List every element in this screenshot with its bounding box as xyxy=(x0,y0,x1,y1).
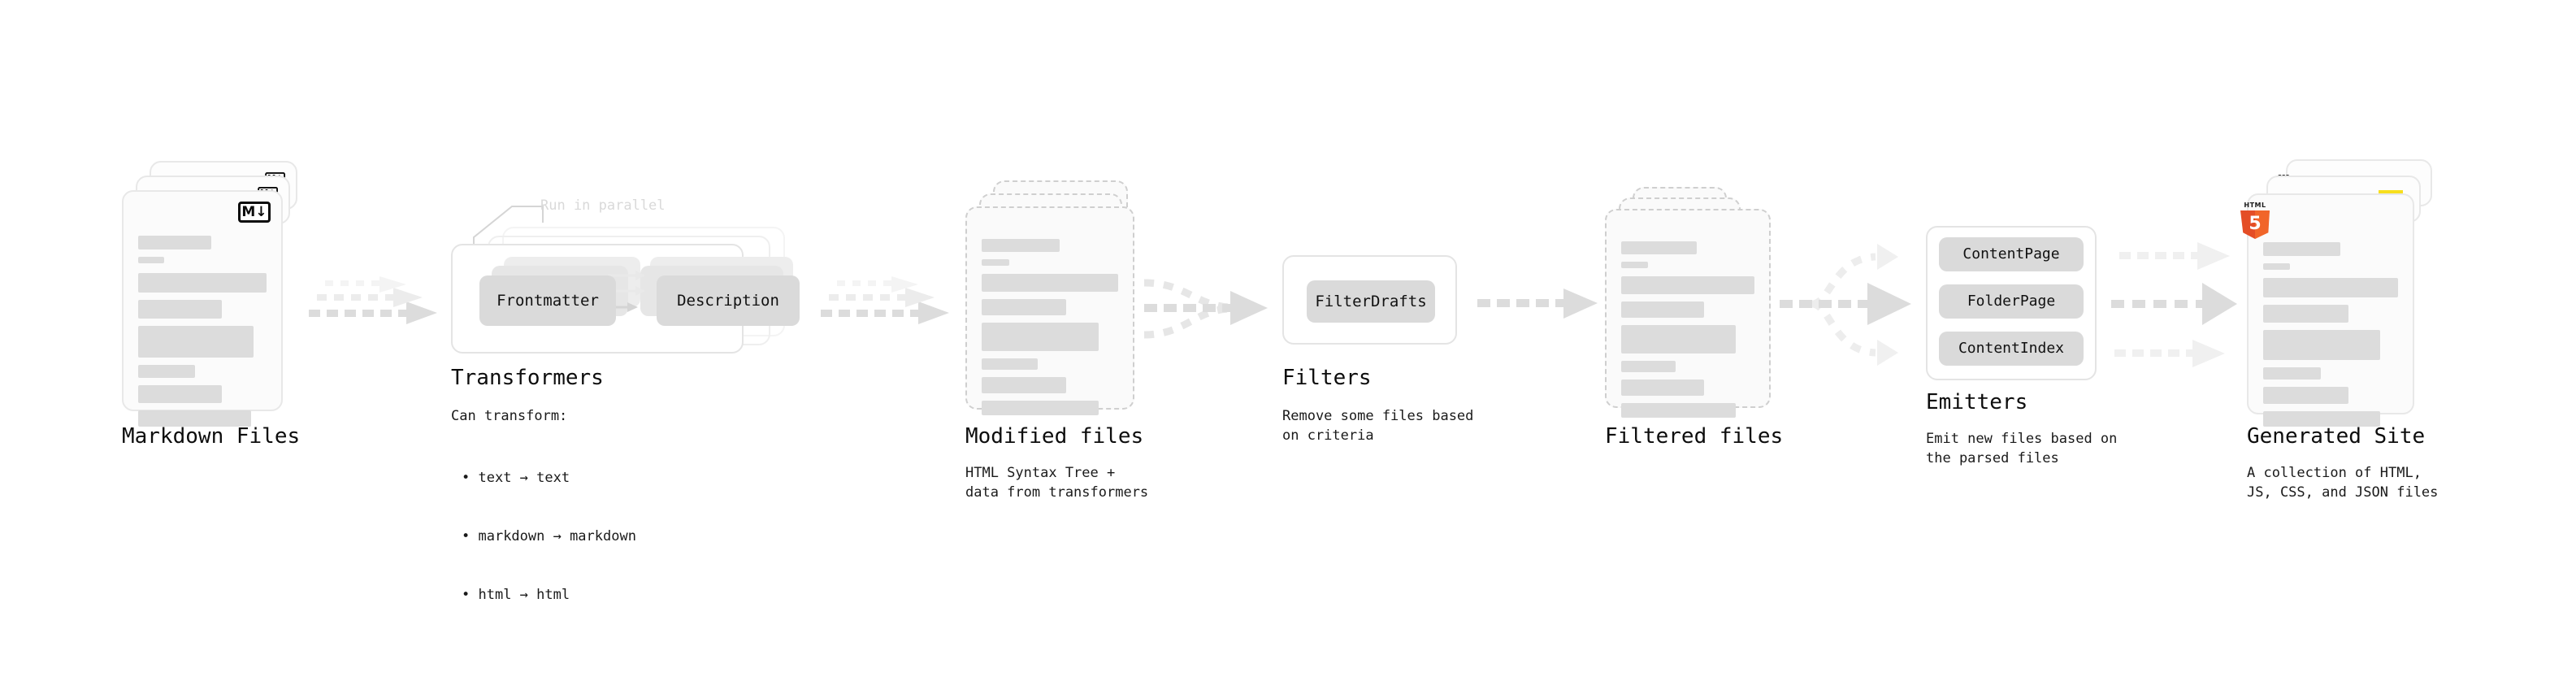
content-bar xyxy=(1621,241,1698,254)
transformers-bullet-item: html → html xyxy=(462,585,636,605)
transformers-bullet-list: text → text markdown → markdown html → h… xyxy=(462,429,636,644)
modified-file-stack xyxy=(965,180,1152,416)
content-bar xyxy=(982,299,1067,315)
content-bar xyxy=(982,239,1060,252)
card-content-lines xyxy=(1621,241,1754,418)
html5-badge-number: 5 xyxy=(2249,214,2262,234)
content-bar xyxy=(1621,361,1676,372)
transformer-chip-frontmatter[interactable]: Frontmatter xyxy=(479,275,616,326)
emitters-subtitle: Emit new files based on the parsed files xyxy=(1926,431,2118,466)
modified-card-front xyxy=(965,206,1134,415)
content-bar xyxy=(138,385,222,403)
content-bar xyxy=(138,410,252,427)
stage-title-filtered-files: Filtered files xyxy=(1605,424,1784,449)
modified-files-subtitle: HTML Syntax Tree + data from transformer… xyxy=(965,465,1149,501)
transformer-chip-description[interactable]: Description xyxy=(657,275,800,326)
html5-shield-highlight xyxy=(2255,210,2270,239)
stage-title-filters: Filters xyxy=(1282,366,1372,390)
content-bar xyxy=(2263,305,2348,323)
content-bar xyxy=(138,257,164,263)
card-content-lines xyxy=(982,239,1118,415)
content-bar xyxy=(1621,262,1648,268)
transformers-subtitle: Can transform: xyxy=(451,408,568,424)
emitter-chip-contentpage[interactable]: ContentPage xyxy=(1939,237,2084,271)
content-bar xyxy=(982,259,1009,266)
site-card-front-html: HTML 5 xyxy=(2240,193,2414,427)
content-bar xyxy=(982,401,1099,415)
content-bar xyxy=(2263,387,2348,404)
transformers-bullet-item: markdown → markdown xyxy=(462,527,635,546)
card-content-lines xyxy=(2263,242,2398,427)
markdown-card-front: M↓ xyxy=(122,190,283,427)
content-bar xyxy=(2263,242,2340,256)
arrow-filtered-to-emitters xyxy=(1780,244,1911,366)
run-in-parallel-bracket xyxy=(473,206,544,250)
filter-chip-filterdrafts[interactable]: FilterDrafts xyxy=(1307,280,1435,323)
generated-site-subtitle: A collection of HTML, JS, CSS, and JSON … xyxy=(2247,465,2439,501)
content-bar xyxy=(138,365,195,378)
content-bar xyxy=(2263,411,2381,427)
content-bar xyxy=(138,236,212,249)
content-bar xyxy=(1621,403,1737,418)
arrow-markdown-to-transformers xyxy=(309,276,437,324)
filters-subtitle: Remove some files based on criteria xyxy=(1282,408,1474,444)
content-bar xyxy=(2263,263,2291,270)
content-bar xyxy=(2263,278,2398,297)
run-in-parallel-label: Run in parallel xyxy=(540,197,666,214)
arrow-emitters-to-site xyxy=(2111,242,2237,367)
transformers-bullet-item: text → text xyxy=(462,468,636,488)
html5-badge-label: HTML xyxy=(2244,202,2266,209)
content-bar xyxy=(138,300,222,319)
content-bar xyxy=(2263,367,2322,380)
content-bar xyxy=(2263,330,2381,360)
html5-badge-icon: HTML 5 xyxy=(2239,202,2271,239)
filtered-file-stack xyxy=(1605,187,1792,423)
content-bar xyxy=(982,358,1038,370)
stage-title-generated-site: Generated Site xyxy=(2247,424,2426,449)
content-bar xyxy=(138,273,267,293)
content-bar xyxy=(982,274,1118,292)
markdown-file-stack: M↓ M↓ M↓ xyxy=(122,161,309,427)
markdown-badge-icon: M↓ xyxy=(238,202,271,223)
content-bar xyxy=(138,326,254,358)
arrow-filters-to-filtered xyxy=(1477,288,1598,319)
content-bar xyxy=(1621,276,1754,294)
content-bar xyxy=(1621,325,1737,354)
arrow-modified-to-filters xyxy=(1143,279,1268,339)
emitter-chip-folderpage[interactable]: FolderPage xyxy=(1939,284,2084,319)
generated-site-file-stack: CSS HTML 5 xyxy=(2240,159,2442,427)
stage-title-markdown-files: Markdown Files xyxy=(122,424,301,449)
stage-title-modified-files: Modified files xyxy=(965,424,1144,449)
arrow-transformers-to-modified xyxy=(821,276,949,324)
card-content-lines xyxy=(138,236,267,427)
stage-title-transformers: Transformers xyxy=(451,366,604,390)
content-bar xyxy=(982,377,1067,393)
emitter-chip-contentindex[interactable]: ContentIndex xyxy=(1939,332,2084,366)
content-bar xyxy=(1621,301,1704,318)
stage-title-emitters: Emitters xyxy=(1926,390,2028,414)
content-bar xyxy=(1621,380,1704,396)
content-bar xyxy=(982,323,1099,351)
filtered-card-front xyxy=(1605,209,1771,418)
